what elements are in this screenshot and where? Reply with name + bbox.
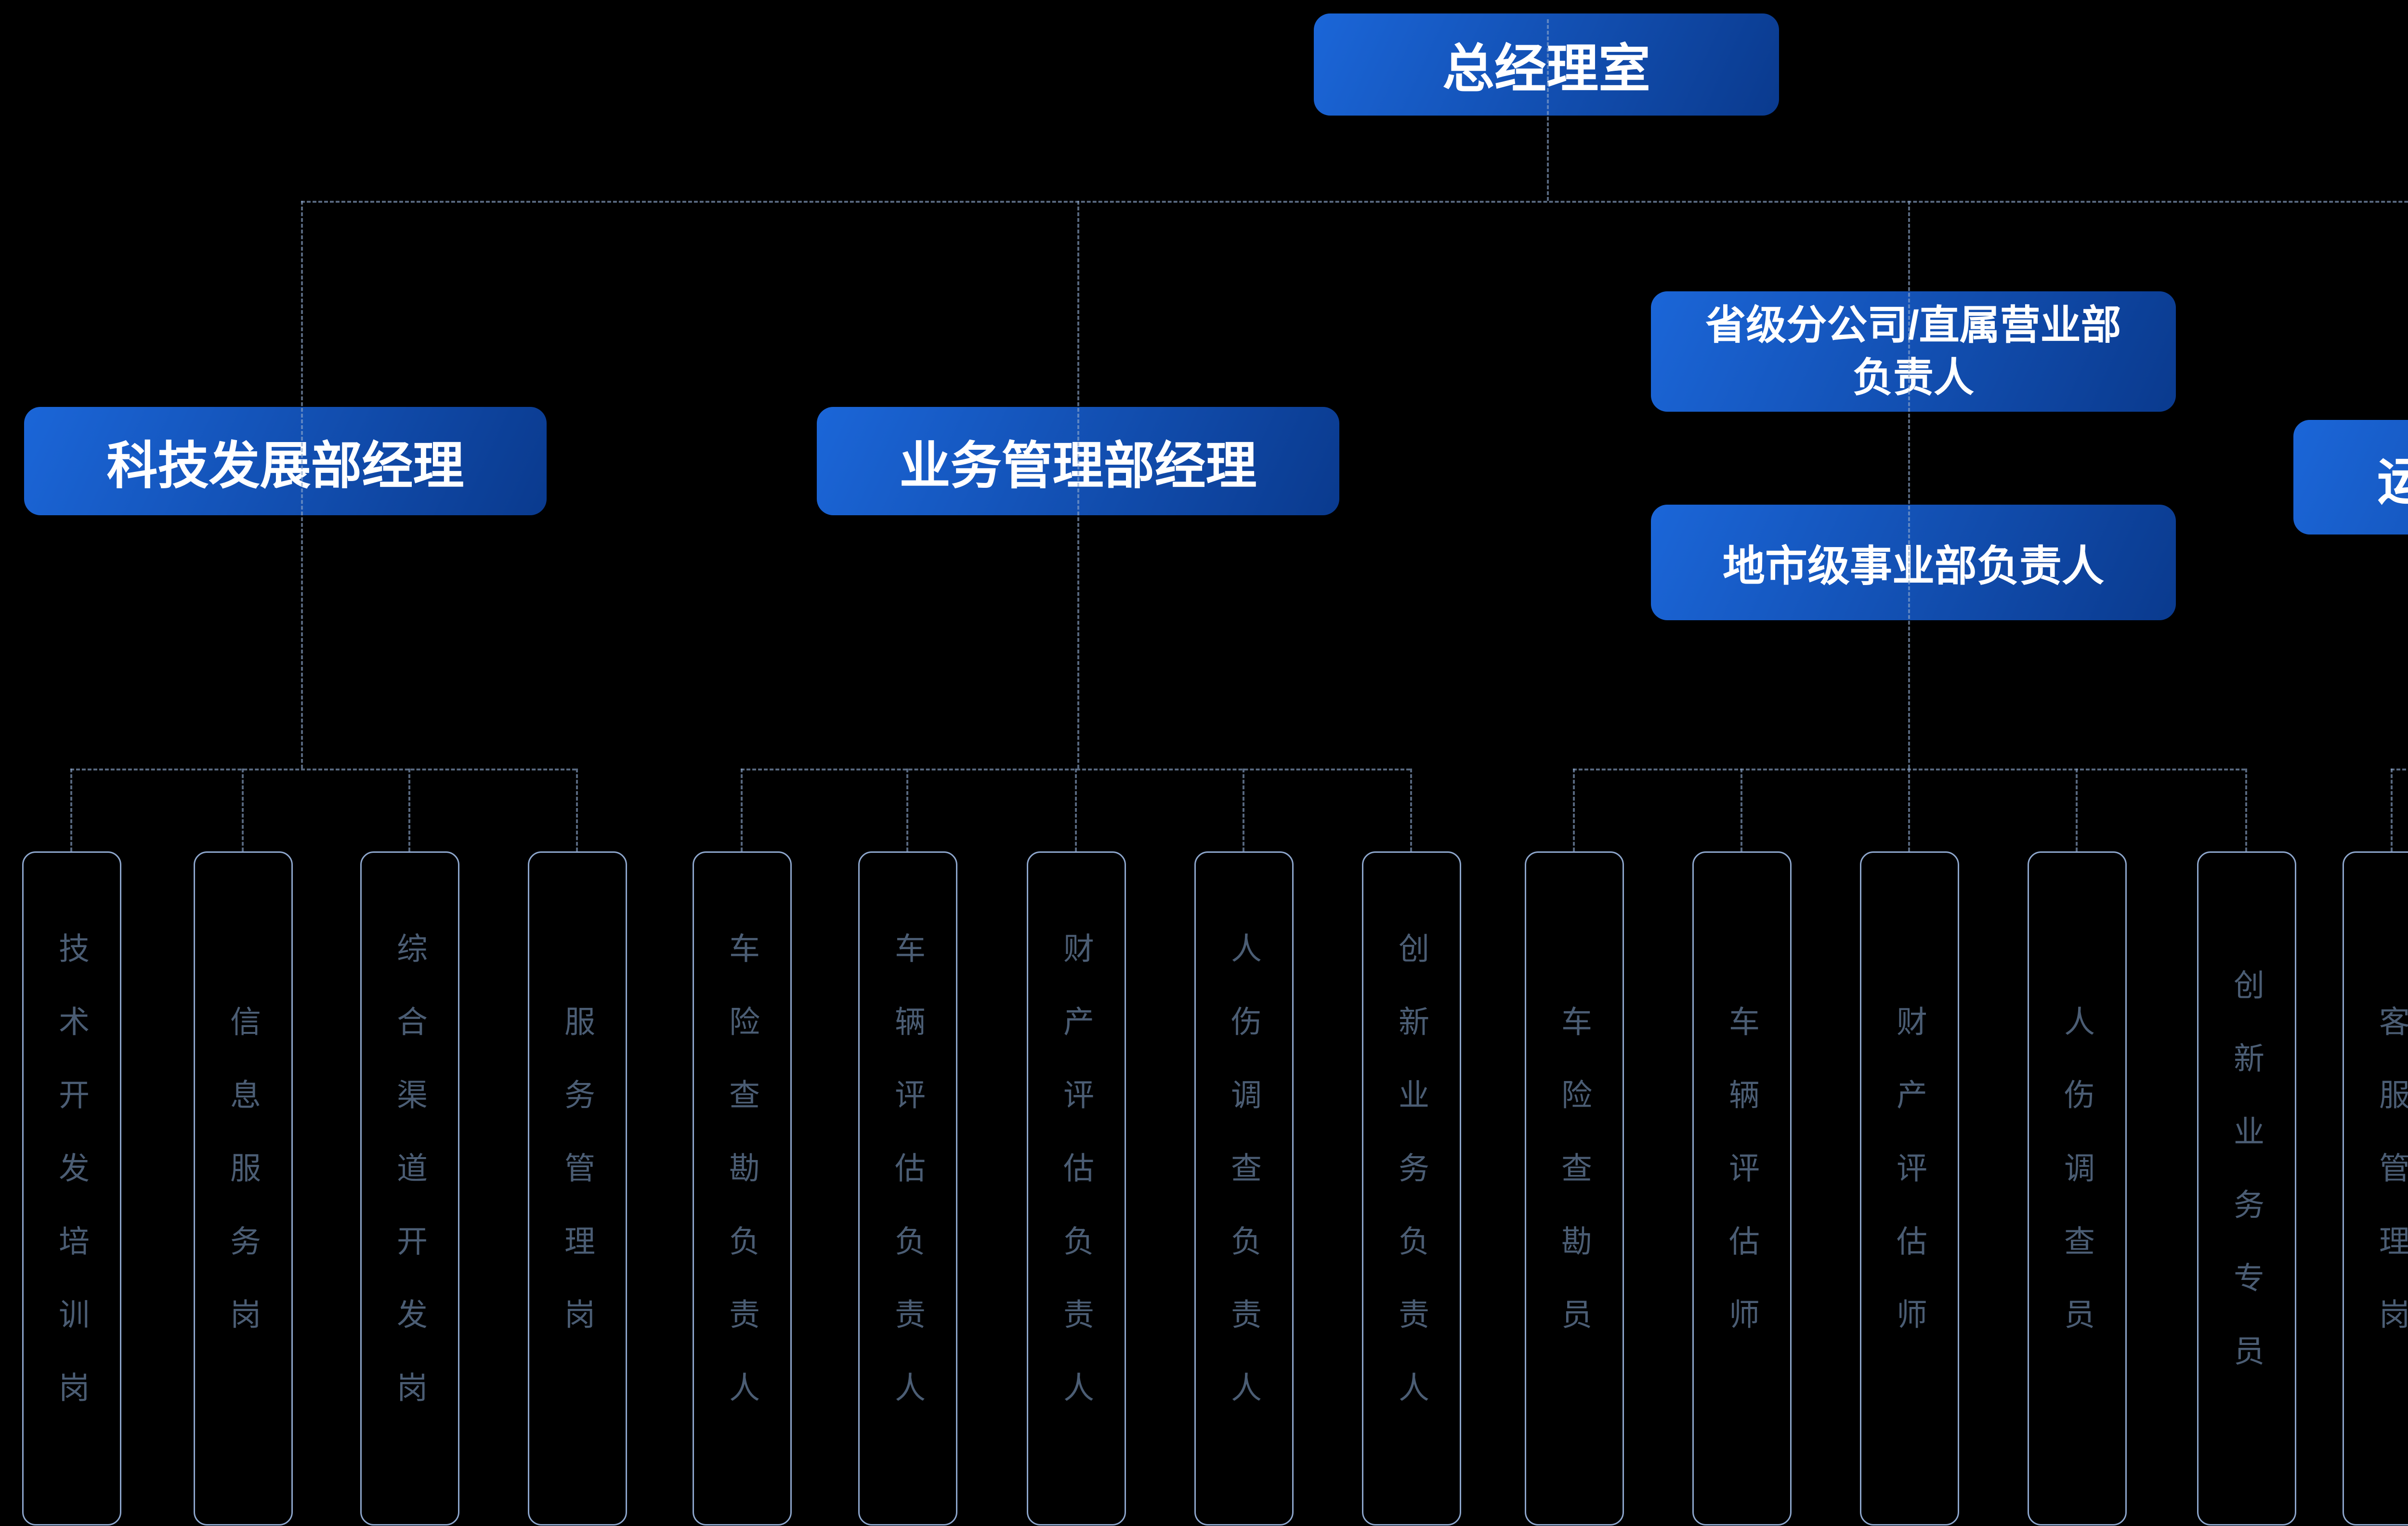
leaf-label: 车辆评估师	[1725, 1005, 1759, 1371]
connector-group-operations	[2391, 769, 2408, 770]
leaf-label: 车辆评估负责人	[890, 932, 925, 1445]
connector-drop	[408, 769, 410, 851]
node-label-line1: 省级分公司/直属营业部	[1705, 302, 2121, 348]
node-label-line2: 负责人	[1852, 355, 1974, 400]
connector-drop	[2391, 769, 2393, 851]
node-injury-investigation-lead: 人伤调查负责人	[1194, 851, 1294, 1526]
connector-drop	[70, 769, 72, 851]
connector-root-drop	[1547, 19, 1549, 201]
connector-drop	[741, 769, 743, 851]
node-innovation-business-specialist: 创新业务专员	[2197, 851, 2296, 1526]
leaf-label: 人伤调查负责人	[1227, 932, 1261, 1445]
leaf-label: 创新业务专员	[2229, 969, 2264, 1408]
leaf-label: 车险查勘负责人	[725, 932, 759, 1445]
connector-drop	[576, 769, 578, 851]
node-general-manager-office: 总经理室	[1314, 13, 1779, 116]
node-vehicle-appraiser: 车辆评估师	[1692, 851, 1792, 1526]
connector-drop	[1908, 769, 1910, 851]
connector-main-horizontal	[301, 201, 2408, 203]
connector-drop	[2076, 769, 2078, 851]
leaf-label: 人伤调查员	[2060, 1005, 2094, 1371]
connector-group-tech	[70, 769, 576, 770]
connector-drop	[1243, 769, 1244, 851]
leaf-label: 综合渠道开发岗	[393, 932, 427, 1445]
connector-drop	[1741, 769, 1742, 851]
node-injury-investigator: 人伤调查员	[2028, 851, 2127, 1526]
connector-branch-business	[1077, 201, 1079, 769]
node-label: 地市级事业部负责人	[1722, 542, 2104, 590]
node-tech-development-dept-manager: 科技发展部经理	[24, 407, 547, 515]
node-vehicle-appraisal-lead: 车辆评估负责人	[858, 851, 957, 1526]
node-city-business-unit-head: 地市级事业部负责人	[1651, 505, 2176, 620]
connector-drop	[1410, 769, 1412, 851]
connector-branch-provincial	[1908, 201, 1910, 769]
leaf-label: 财产评估负责人	[1059, 932, 1094, 1445]
leaf-label: 客服管理岗	[2375, 1005, 2408, 1371]
leaf-label: 信息服务岗	[226, 1005, 261, 1371]
connector-drop	[242, 769, 244, 851]
node-innovation-business-lead: 创新业务负责人	[1362, 851, 1461, 1526]
node-provincial-branch-head: 省级分公司/直属营业部 负责人	[1651, 291, 2176, 412]
leaf-label: 技术开发培训岗	[54, 932, 89, 1445]
node-customer-service-mgmt-post: 客服管理岗	[2343, 851, 2408, 1526]
connector-drop	[906, 769, 908, 851]
node-service-management-post: 服务管理岗	[528, 851, 627, 1526]
connector-branch-tech	[301, 201, 303, 769]
node-property-appraisal-lead: 财产评估负责人	[1027, 851, 1126, 1526]
node-property-appraiser: 财产评估师	[1860, 851, 1959, 1526]
node-label: 运维保障部经理	[2377, 454, 2408, 510]
node-auto-claim-survey-lead: 车险查勘负责人	[693, 851, 792, 1526]
leaf-label: 车险查勘员	[1557, 1005, 1592, 1371]
node-label: 总经理室	[1442, 39, 1650, 98]
node-auto-claim-surveyor: 车险查勘员	[1525, 851, 1624, 1526]
node-label: 科技发展部经理	[106, 437, 464, 495]
leaf-label: 财产评估师	[1892, 1005, 1927, 1371]
leaf-label: 服务管理岗	[560, 1005, 595, 1371]
node-information-service-post: 信息服务岗	[194, 851, 293, 1526]
node-channel-development-post: 综合渠道开发岗	[360, 851, 459, 1526]
node-tech-dev-training-post: 技术开发培训岗	[22, 851, 121, 1526]
connector-drop	[2245, 769, 2247, 851]
connector-drop	[1573, 769, 1575, 851]
leaf-label: 创新业务负责人	[1394, 932, 1429, 1445]
node-operations-support-dept-manager: 运维保障部经理	[2293, 420, 2408, 535]
connector-drop	[1075, 769, 1077, 851]
